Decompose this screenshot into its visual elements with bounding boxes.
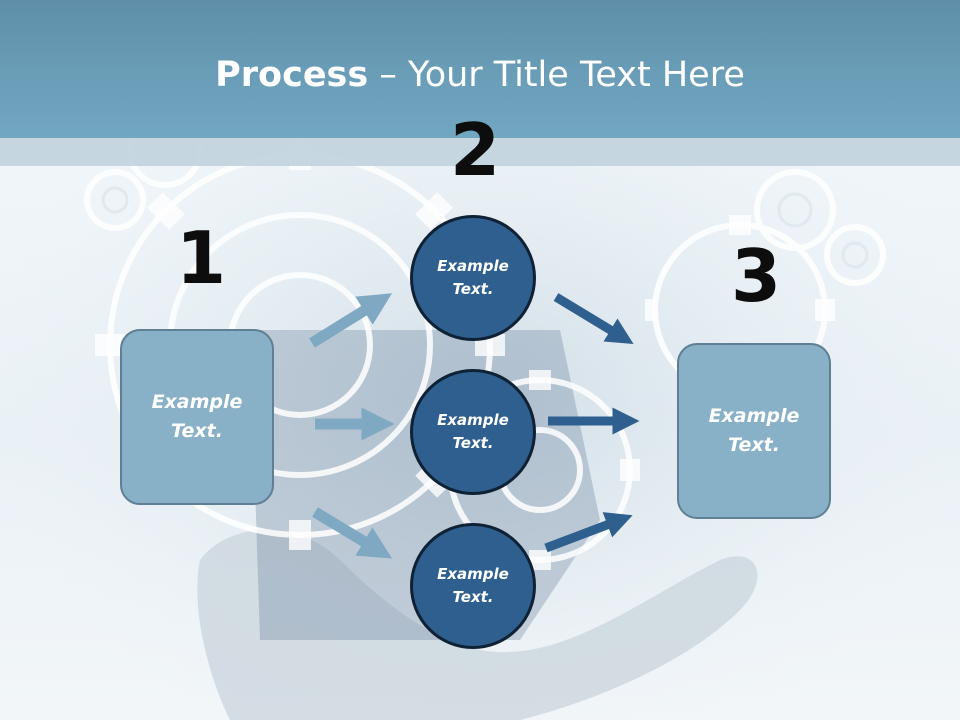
- circle-middle-text: Example Text.: [437, 411, 509, 452]
- title-rest-part: – Your Title Text Here: [368, 55, 745, 95]
- step-3-text: Example Text.: [708, 405, 800, 456]
- circle-bottom-text: Example Text.: [437, 565, 509, 606]
- step-number-1: 1: [176, 216, 227, 300]
- step-1-box: Example Text.: [120, 329, 274, 505]
- arrow-to-circle-top: [309, 293, 393, 348]
- arrow-from-circle-bottom: [544, 512, 633, 553]
- arrow-to-circle-bottom: [312, 507, 393, 559]
- arrow-from-circle-top: [553, 293, 634, 344]
- page-title: Process – Your Title Text Here: [0, 52, 960, 98]
- step-number-3: 3: [731, 234, 782, 318]
- step-2-circle-bottom: Example Text.: [410, 523, 536, 649]
- title-bar: [0, 0, 960, 138]
- title-bold-part: Process: [215, 55, 369, 95]
- circle-top-text: Example Text.: [437, 257, 509, 298]
- step-1-text: Example Text.: [151, 391, 243, 442]
- step-2-circle-middle: Example Text.: [410, 369, 536, 495]
- step-number-2: 2: [450, 108, 501, 192]
- step-3-box: Example Text.: [677, 343, 831, 519]
- step-2-circle-top: Example Text.: [410, 215, 536, 341]
- title-bar-strip: [0, 138, 960, 166]
